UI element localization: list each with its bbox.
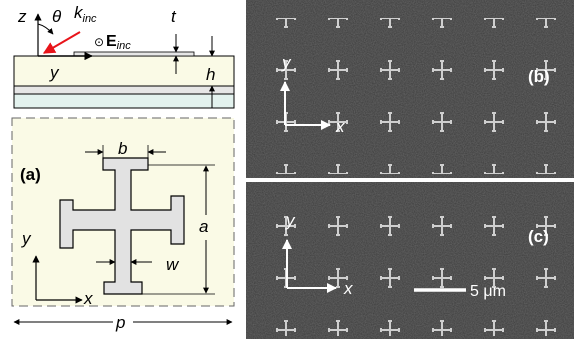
sem-b-crosses [246,18,574,174]
theta-label: θ [52,7,62,26]
p-label: p [115,313,125,332]
theta-arc [37,23,54,35]
sem-b-x-label: x [335,117,345,136]
x-axis-label-cell: x [83,289,93,308]
sem-c-crosses [246,186,574,336]
p-label-bg [113,311,133,331]
sem-c-panel-label: (c) [528,227,549,246]
b-label: b [118,139,127,158]
metal-strip [73,51,195,57]
unit-cell-panel: (a) b a w y x p [11,117,235,332]
w-label: w [166,255,180,274]
y-axis-label-side: y [49,63,60,82]
panel-a-label: (a) [20,165,41,184]
scale-bar-label: 5 μm [470,283,506,300]
sem-panel-c: y x (c) 5 μm [246,182,574,339]
sem-b-panel-label: (b) [528,67,550,86]
side-view: z y θ kinc ⊙ Einc t h [13,3,235,109]
incident-wave-arrow [42,31,81,54]
e-field-symbol: ⊙ [94,35,104,49]
h-label: h [206,65,215,84]
sem-b-y-label: y [281,53,292,72]
k-inc-label: kinc [74,3,97,25]
sem-c-x-label: x [343,279,353,298]
substrate-layer-bottom [13,93,235,109]
t-label: t [171,7,177,26]
substrate-layer-top [13,55,235,87]
sem-panel-b: y x (b) [246,0,574,178]
e-inc-label: Einc [106,33,131,52]
y-axis-label-cell: y [21,229,32,248]
sem-c-y-label: y [285,211,296,230]
a-label: a [199,217,208,236]
substrate-layer-middle [13,85,235,95]
z-axis-label: z [17,7,27,26]
